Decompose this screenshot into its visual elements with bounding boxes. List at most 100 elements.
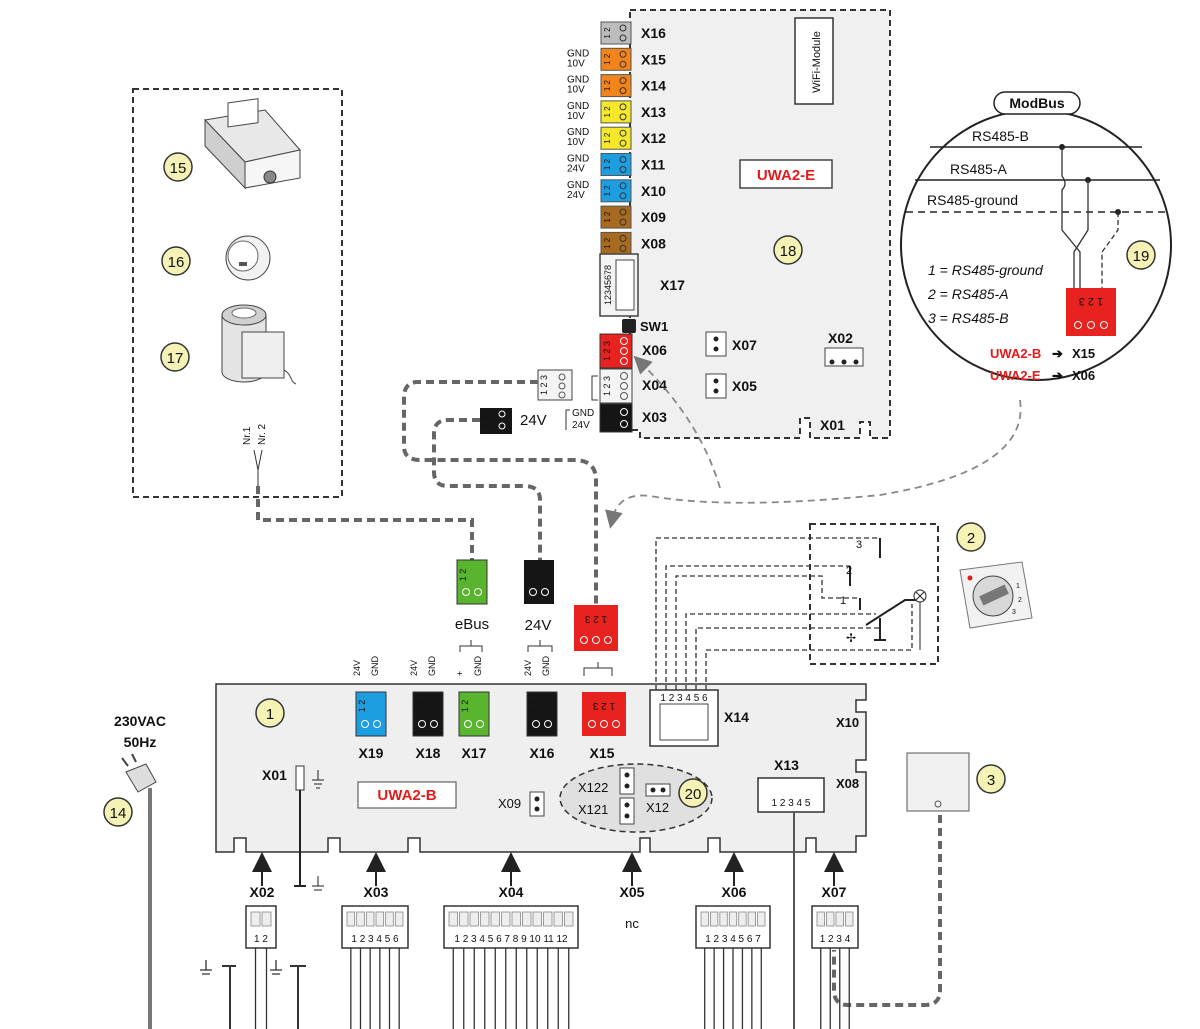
- callout-17: 17: [167, 350, 184, 367]
- map-e-arrow: ➔: [1052, 368, 1063, 383]
- jumper-area-20: X122 X121 X12 20: [559, 763, 713, 833]
- callout-1: 1: [266, 706, 274, 723]
- pins: 1 2: [528, 700, 538, 713]
- grey-arrow-curves: [605, 355, 1022, 529]
- x09-label: X09: [498, 796, 521, 811]
- uwa2e-x04[interactable]: 1 2 3 X04: [591, 368, 667, 404]
- uwa2b-x01-label: X01: [262, 767, 287, 783]
- terminal-label: X09: [641, 209, 666, 225]
- power-supply: 230VAC 50Hz 14: [103, 713, 166, 1029]
- terminal-side-label: 10V: [567, 111, 585, 122]
- x05-label: X05: [732, 378, 757, 394]
- ebus-plug-pins: 1 2: [458, 569, 468, 582]
- rotary-switch-icon[interactable]: 1 2 3: [959, 561, 1033, 629]
- terminal-top-label: GND: [427, 656, 437, 677]
- map-b-arrow: ➔: [1052, 346, 1063, 361]
- terminal-label: X08: [641, 235, 666, 251]
- terminal-side-label: 10V: [567, 58, 585, 69]
- uwa2b-x13[interactable]: X13 1 2 3 4 5: [757, 757, 825, 1029]
- uwa2e-x03[interactable]: 1 2 X03 GND 24V: [565, 403, 667, 433]
- dashed-cables: [256, 380, 942, 1007]
- uwa2b-x09[interactable]: X09: [498, 791, 545, 817]
- x12-label[interactable]: X12: [646, 800, 669, 815]
- terminal-side-label: 24V: [567, 190, 585, 201]
- x04-label: X04: [642, 377, 667, 393]
- pins: 1 2: [414, 700, 424, 713]
- connector-pins: 1 2 3 4 5 6: [351, 934, 399, 945]
- terminal-pins: 1 2: [603, 79, 612, 91]
- x14-label: X14: [724, 709, 749, 725]
- x17-pins: 12345678: [603, 265, 613, 305]
- red-3pin-plug[interactable]: 1 2 3: [574, 605, 618, 676]
- x01-label: X01: [820, 417, 845, 433]
- terminal-side-label: GND: [567, 101, 589, 112]
- callout-14: 14: [110, 805, 127, 822]
- wire-nr2: Nr. 2: [257, 423, 268, 445]
- uwa2e-name: UWA2-E: [757, 167, 815, 184]
- terminal-side-label: 24V: [567, 164, 585, 175]
- room-controller-icon: [203, 98, 301, 190]
- x04-pins: 1 2 3: [602, 376, 612, 396]
- modbus-legend-3: 3 = RS485-B: [928, 310, 1009, 326]
- uwa2e-x01[interactable]: X01: [820, 417, 845, 433]
- connector-label: X07: [822, 884, 847, 900]
- uwa2e-x17[interactable]: 12345678 X17: [599, 253, 685, 317]
- x14-to-switch-wires: [655, 537, 913, 690]
- loose-plug-x04[interactable]: 1 2 3: [537, 369, 573, 401]
- uwa2b-x14[interactable]: 1 2 3 4 5 6 X14: [649, 689, 749, 747]
- uwa2e-board: WiFi-Module UWA2-E 18: [629, 9, 891, 439]
- terminal-side-label: 10V: [567, 85, 585, 96]
- x15-pins: 1 2 3: [592, 700, 615, 711]
- terminal-label: X17: [462, 745, 487, 761]
- pins: 1 2: [357, 700, 367, 713]
- sw1-switch[interactable]: SW1: [622, 319, 668, 334]
- callout-20: 20: [685, 786, 702, 803]
- uwa2e-x06[interactable]: 1 2 3 X06: [599, 333, 667, 369]
- connector-label: X03: [364, 884, 389, 900]
- terminal-top-label: 24V: [523, 660, 533, 676]
- loose-plug-24v-label: 24V: [520, 412, 547, 429]
- ebus-plug[interactable]: 1 2 eBus: [455, 559, 489, 633]
- uwa2e-x05[interactable]: X05: [705, 373, 757, 399]
- loose-plug-24v[interactable]: 1 2 24V: [480, 408, 547, 434]
- modbus-legend-1: 1 = RS485-ground: [928, 262, 1044, 278]
- uwa2e-x02[interactable]: X02: [824, 330, 864, 367]
- v24-label: 24V: [525, 617, 552, 634]
- switch-pos-3: 3: [856, 539, 862, 551]
- x121-label[interactable]: X121: [578, 802, 608, 817]
- terminal-pins: 1 2: [603, 132, 612, 144]
- accessories-box: 15 16 17 Nr.1 Nr. 2: [132, 88, 343, 498]
- v24-plug-pins: 1 2: [525, 569, 535, 582]
- uwa2e-x07[interactable]: X07: [705, 331, 757, 357]
- dial-3: 3: [1012, 609, 1016, 616]
- bottom-connector-x03[interactable]: X03 1 2 3 4 5 6: [341, 852, 409, 1029]
- connector-label: X05: [620, 884, 645, 900]
- loose-plug-24v-pins: 1 2: [481, 415, 491, 428]
- connector-pins: 1 2 3 4 5 6 7 8 9 10 11 12: [454, 934, 568, 945]
- v24-plug[interactable]: 1 2 24V: [524, 560, 554, 634]
- x122-label[interactable]: X122: [578, 780, 608, 795]
- terminal-pins: 1 2: [603, 106, 612, 118]
- rs485g-label: RS485-ground: [927, 192, 1018, 208]
